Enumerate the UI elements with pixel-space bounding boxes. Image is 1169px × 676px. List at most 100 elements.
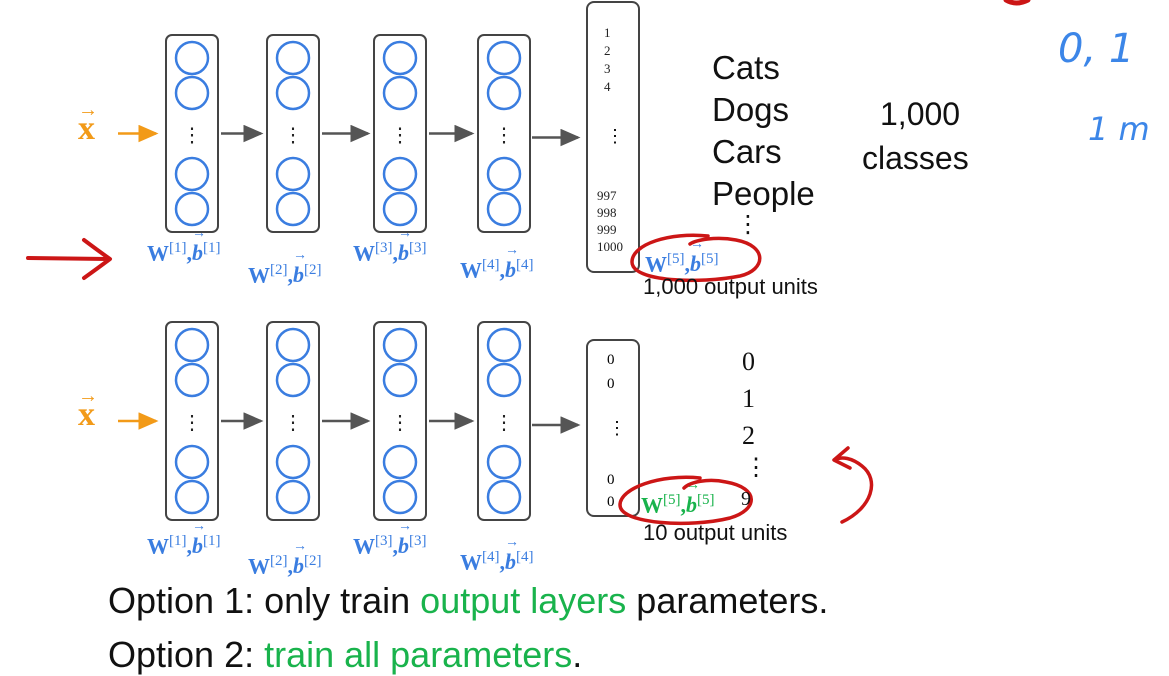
neuron-circle (275, 444, 311, 480)
param-label-1: W[1],→b[1] (147, 226, 221, 266)
param-label-1-bottom: W[1],→b[1] (147, 519, 221, 559)
vector-arrow-icon: → (293, 539, 307, 555)
red-curved-arrow (832, 446, 874, 524)
class-list-ellipsis: ⋮ (736, 211, 760, 238)
vector-arrow-icon: → (398, 226, 412, 242)
vector-arrow-icon: → (690, 237, 704, 253)
param-label-3: W[3],→b[3] (353, 226, 427, 266)
neuron-circle (486, 479, 522, 515)
param-label-3-bottom: W[3],→b[3] (353, 519, 427, 559)
neuron-circle (174, 191, 210, 227)
output-number: 0 (607, 352, 615, 368)
vector-arrow-icon: → (505, 535, 519, 551)
neuron-ellipsis: ⋮ (390, 125, 410, 147)
digit-label: 2 (742, 421, 755, 450)
neuron-circle (174, 75, 210, 111)
classes-count: 1,000 (880, 96, 961, 132)
neuron-circle (275, 156, 311, 192)
neuron-circle (174, 362, 210, 398)
neuron-circle (382, 191, 418, 227)
class-label: Dogs (712, 91, 790, 128)
neuron-ellipsis: ⋮ (494, 412, 514, 434)
bottom-output-numbers: 0 0 (607, 348, 615, 396)
param-label-4-bottom: W[4],→b[4] (460, 535, 534, 575)
vector-b: →b (192, 519, 206, 559)
vector-b: →b (690, 237, 704, 277)
vector-arrow-icon: → (505, 243, 519, 259)
vector-b: →b (398, 519, 412, 559)
digit-label: 1 (742, 384, 755, 413)
param-label-2-bottom: W[2],→b[2] (248, 539, 322, 579)
vector-b: →b (398, 226, 412, 266)
vector-b: →b (293, 539, 307, 579)
vector-b: →b (293, 248, 307, 288)
handwriting-line-2: 1 m (1088, 110, 1150, 148)
option-1-highlight: output layers (420, 580, 627, 621)
top-output-numbers: 1 2 3 4 (604, 24, 611, 96)
top-output-ellipsis: ⋮ (606, 126, 624, 146)
output-number: 4 (604, 79, 611, 94)
neuron-circle (275, 40, 311, 76)
neuron-circle (486, 156, 522, 192)
vector-arrow-icon: → (192, 226, 206, 242)
class-label: People (712, 175, 815, 212)
neuron-circle (382, 444, 418, 480)
vector-arrow-icon: → (398, 519, 412, 535)
neuron-circle (174, 479, 210, 515)
neuron-ellipsis: ⋮ (182, 125, 202, 147)
output-number: 999 (597, 222, 617, 237)
neuron-circle (174, 327, 210, 363)
param-label-5-bottom: W[5],→b[5] (641, 478, 715, 518)
bottom-output-numbers-bottom: 0 0 (607, 469, 615, 513)
vector-arrow-icon: → (293, 248, 307, 264)
neuron-circle (486, 40, 522, 76)
neuron-circle (486, 75, 522, 111)
class-label: Cats (712, 49, 780, 86)
param-label-4: W[4],→b[4] (460, 243, 534, 283)
neuron-circle (275, 327, 311, 363)
neuron-circle (275, 191, 311, 227)
neuron-circle (486, 362, 522, 398)
neuron-circle (382, 327, 418, 363)
vector-b: →b (505, 535, 519, 575)
option-2-highlight: train all parameters (264, 634, 573, 675)
bottom-output-layer-box (586, 339, 640, 517)
top-output-numbers-bottom: 997 998 999 1000 (597, 187, 623, 255)
handwriting-line-1: 0, 1 (1058, 26, 1135, 72)
neuron-circle (275, 479, 311, 515)
neuron-circle (486, 444, 522, 480)
vector-arrow-icon: → (192, 519, 206, 535)
output-number: 2 (604, 43, 611, 58)
trailing-digit: 9 (741, 488, 751, 510)
neuron-circle (382, 156, 418, 192)
classes-word: classes (862, 140, 969, 176)
vector-arrow-icon: → (78, 99, 98, 121)
neuron-circle (382, 362, 418, 398)
neuron-circle (382, 75, 418, 111)
top-output-layer-box (586, 1, 640, 273)
neuron-circle (275, 75, 311, 111)
output-number: 0 (607, 376, 615, 392)
output-number: 1000 (597, 239, 623, 254)
class-label: Cars (712, 133, 782, 170)
vector-arrow-icon: → (686, 478, 700, 494)
neuron-ellipsis: ⋮ (283, 125, 303, 147)
digit-list-ellipsis: ⋮ (744, 455, 768, 481)
bottom-units-label: 10 output units (643, 520, 788, 545)
neuron-circle (174, 444, 210, 480)
output-number: 3 (604, 61, 611, 76)
output-number: 997 (597, 188, 617, 203)
digit-list: 0 1 2 (742, 343, 755, 454)
neuron-ellipsis: ⋮ (390, 412, 410, 434)
vector-b: →b (686, 478, 700, 518)
digit-label: 0 (742, 347, 755, 376)
param-label-2: W[2],→b[2] (248, 248, 322, 288)
vector-arrow-icon: → (78, 385, 98, 407)
neuron-ellipsis: ⋮ (494, 125, 514, 147)
neuron-circle (174, 40, 210, 76)
neuron-circle (486, 191, 522, 227)
output-number: 0 (607, 472, 615, 488)
red-circle-bottom-params (618, 475, 753, 526)
